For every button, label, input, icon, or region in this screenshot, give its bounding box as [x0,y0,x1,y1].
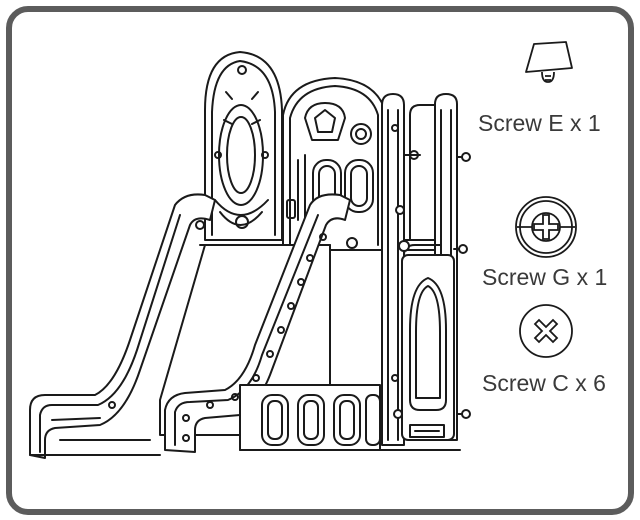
frame-bolts [391,124,471,419]
slide-rail-right [164,193,358,453]
base-block [239,384,461,451]
right-frame-panel [381,93,471,446]
middle-panel [282,77,386,251]
slide-rail-left [29,193,216,459]
screw-e-label: Screw E x 1 [478,110,601,136]
screw-g-icon [515,196,577,258]
screw-c-label: Screw C x 6 [482,370,606,396]
screw-c-icon [519,304,573,358]
disc-panel [204,51,283,241]
screw-g-label: Screw G x 1 [482,264,608,290]
screw-e-icon [525,41,573,83]
